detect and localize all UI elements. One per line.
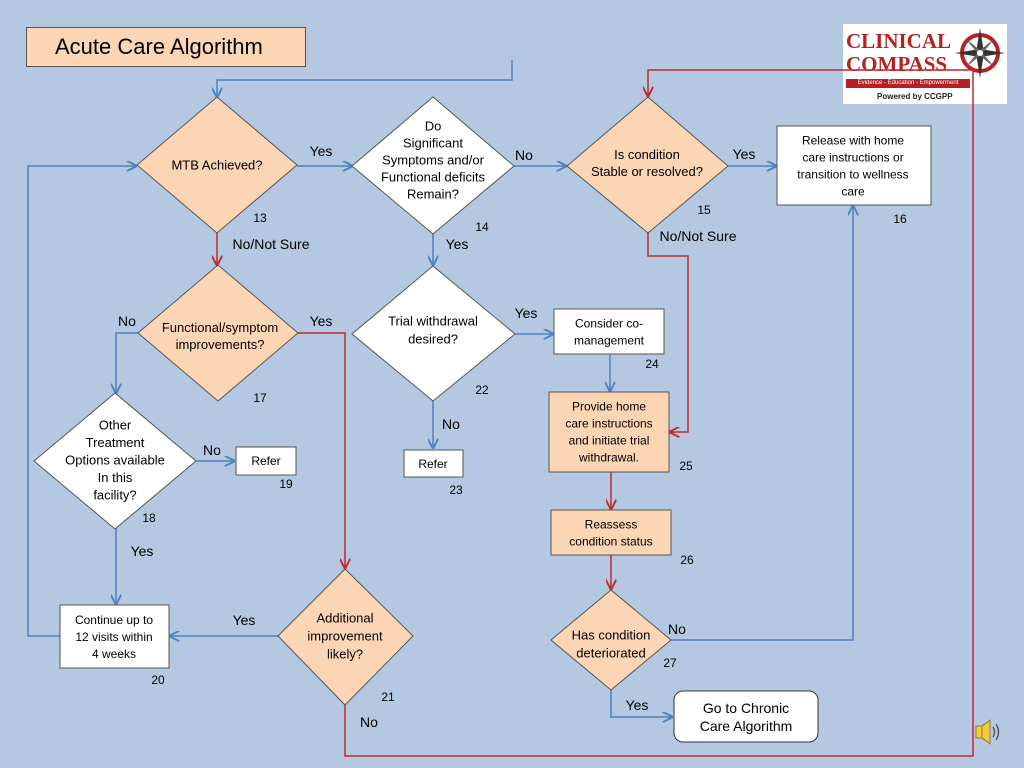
- node-24-label: Consider co-management: [574, 317, 645, 348]
- connector-20-13: [27, 166, 136, 637]
- node-23-label: Refer: [418, 457, 447, 471]
- node-number-16: 16: [893, 212, 907, 226]
- connector-17-18: [116, 332, 139, 393]
- edge-label-e15-25: No/Not Sure: [659, 228, 736, 244]
- edge-label-e15-16: Yes: [733, 146, 756, 162]
- edge-label-e22-24: Yes: [515, 305, 538, 321]
- connector-27-16: [670, 206, 853, 641]
- node-25-shape: [548, 391, 670, 473]
- node-number-24: 24: [645, 357, 659, 371]
- connector-entry-13: [217, 60, 513, 97]
- node-13-shape: [136, 96, 298, 234]
- connector-15-25: [647, 233, 689, 432]
- connector-27-chronic: [610, 690, 672, 717]
- node-14-shape: [351, 96, 515, 235]
- edge-label-e13-17: No/Not Sure: [232, 236, 309, 252]
- node-number-14: 14: [475, 220, 489, 234]
- edge-label-e17-18: No: [118, 313, 136, 329]
- node-20-shape: [59, 604, 170, 669]
- edge-label-e13-14: Yes: [310, 143, 333, 159]
- node-18-shape: [33, 392, 197, 530]
- node-number-15: 15: [697, 203, 711, 217]
- edge-label-e27-16: No: [668, 621, 686, 637]
- node-21-shape: [277, 568, 414, 706]
- node-22-shape: [351, 265, 516, 402]
- edge-label-e14-15: No: [515, 147, 533, 163]
- node-16-shape: [776, 125, 932, 206]
- node-number-23: 23: [449, 483, 463, 497]
- node-24-shape: [553, 308, 665, 355]
- node-17-shape: [137, 264, 299, 402]
- node-chronic-shape: [673, 690, 819, 743]
- edge-label-e17-21: Yes: [310, 313, 333, 329]
- node-number-21: 21: [381, 690, 395, 704]
- node-number-18: 18: [142, 511, 156, 525]
- edge-label-e22-23: No: [442, 416, 460, 432]
- edge-label-e21-20: Yes: [233, 612, 256, 628]
- node-number-17: 17: [253, 391, 267, 405]
- connector-17-21: [298, 332, 345, 568]
- page-title: Acute Care Algorithm: [26, 27, 306, 67]
- edge-label-e18-20: Yes: [131, 543, 154, 559]
- node-19-shape: [235, 446, 297, 476]
- node-23-shape: [403, 449, 464, 478]
- node-number-25: 25: [679, 459, 693, 473]
- node-26-shape: [550, 509, 672, 556]
- node-15-shape: [566, 96, 729, 234]
- node-number-20: 20: [151, 673, 165, 687]
- node-27-shape: [550, 589, 672, 691]
- node-number-22: 22: [475, 383, 489, 397]
- edge-label-e21-exit: No: [360, 714, 378, 730]
- node-13-label: MTB Achieved?: [171, 158, 262, 173]
- node-number-27: 27: [663, 656, 677, 670]
- node-number-19: 19: [279, 477, 293, 491]
- connector-21-exit: [344, 69, 974, 757]
- node-19-label: Refer: [251, 454, 280, 468]
- edge-label-e27-chronic: Yes: [626, 697, 649, 713]
- edge-label-e18-19: No: [203, 442, 221, 458]
- node-number-26: 26: [680, 553, 694, 567]
- edge-label-e14-22: Yes: [446, 236, 469, 252]
- node-number-13: 13: [253, 211, 267, 225]
- compass-icon: [955, 28, 1005, 78]
- speaker-icon[interactable]: [975, 719, 1000, 745]
